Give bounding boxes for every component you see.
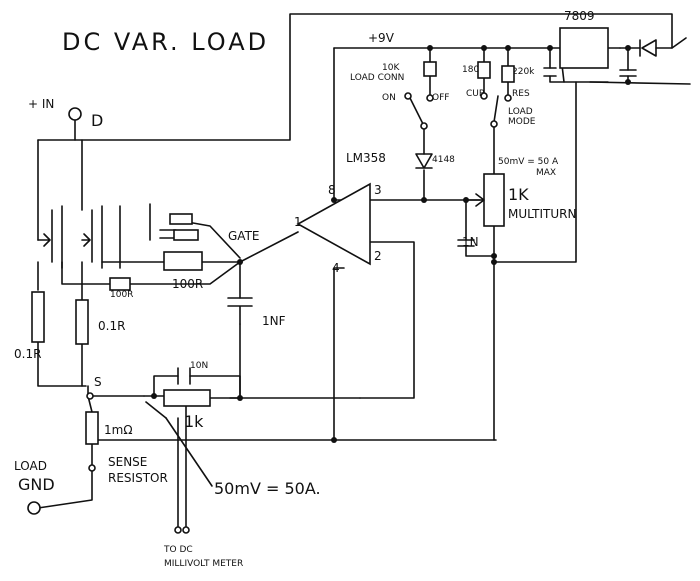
source-resistor-a-label: 0.1R bbox=[14, 347, 41, 361]
resistor-180k bbox=[477, 61, 491, 79]
feedback-capacitor bbox=[177, 367, 191, 385]
opamp-pin3-label: 3 bbox=[374, 183, 382, 197]
sense-resistor-value-label: 1mΩ bbox=[104, 423, 133, 437]
gate-resistor-d bbox=[173, 229, 199, 241]
resistor-10k-label: 10K bbox=[382, 63, 400, 73]
meter-terminal-b bbox=[182, 526, 190, 534]
load-conn-label: LOAD CONN bbox=[350, 73, 404, 83]
regulator-7809 bbox=[559, 27, 609, 69]
load-gnd-label-1: LOAD bbox=[14, 459, 47, 473]
switch-common-load bbox=[420, 122, 428, 130]
gate-resistor bbox=[163, 251, 203, 271]
diode-1n4148 bbox=[415, 153, 433, 169]
opamp-pin8-label: 8 bbox=[328, 183, 336, 197]
opamp-label: LM358 bbox=[346, 151, 386, 165]
drain-label: D bbox=[91, 111, 103, 130]
pot-note-label-2: MAX bbox=[536, 168, 556, 178]
wire-network bbox=[37, 13, 691, 529]
resistor-220k-label: 220k bbox=[512, 67, 535, 77]
source-terminal bbox=[86, 392, 94, 400]
resistor-180k-label: 180K bbox=[462, 65, 486, 75]
sense-label-1: SENSE bbox=[108, 455, 147, 469]
pot-label-1: 1K bbox=[508, 185, 529, 204]
source-resistor-b-label: 0.1R bbox=[98, 319, 125, 333]
sense-label-2: RESISTOR bbox=[108, 471, 168, 485]
switch-on-label: ON bbox=[382, 93, 396, 103]
load-mode-label-2: MODE bbox=[508, 117, 536, 127]
feedback-resistor bbox=[163, 389, 211, 407]
switch-terminal-cur bbox=[480, 92, 488, 100]
gate-capacitor bbox=[227, 297, 253, 325]
load-mode-label-1: LOAD bbox=[508, 107, 533, 117]
gate-label: GATE bbox=[228, 229, 260, 243]
meter-label-1: TO DC bbox=[163, 545, 193, 555]
resistor-10k bbox=[423, 61, 437, 77]
diode-label: 4148 bbox=[432, 155, 455, 165]
junctions bbox=[151, 45, 631, 443]
opamp-symbol bbox=[296, 182, 371, 266]
supply-9v-label: +9V bbox=[368, 31, 395, 45]
switch-off-label: OFF bbox=[432, 93, 449, 103]
switch-terminal-res bbox=[504, 94, 512, 102]
mode-cur-label: CUR bbox=[466, 89, 485, 99]
opamp-pin1-label: 1 bbox=[294, 215, 302, 229]
gate-capacitor-label: 1NF bbox=[262, 314, 286, 328]
diagram-title: DC VAR. LOAD bbox=[62, 28, 269, 56]
gate-resistor-c bbox=[169, 213, 193, 225]
sense-terminal bbox=[88, 464, 96, 472]
input-capacitor-label: 1N bbox=[462, 235, 479, 249]
plus-in-terminal bbox=[68, 107, 82, 121]
meter-terminal-a bbox=[174, 526, 182, 534]
switch-common-mode bbox=[490, 120, 498, 128]
regulator-label: 7809 bbox=[564, 9, 595, 23]
plus-in-label: + IN bbox=[28, 97, 54, 111]
switch-terminal-off bbox=[426, 94, 434, 102]
feedback-capacitor-label: 10N bbox=[190, 361, 208, 371]
load-gnd-label-2: GND bbox=[18, 475, 55, 494]
gate-resistor-small bbox=[109, 277, 131, 291]
terminals bbox=[27, 92, 512, 534]
meter-label-2: MILLIVOLT METER bbox=[164, 559, 243, 569]
multiturn-pot bbox=[483, 173, 505, 227]
mode-res-label: RES bbox=[512, 89, 530, 99]
source-label: S bbox=[94, 375, 102, 389]
components bbox=[31, 27, 609, 445]
switch-terminal-on bbox=[404, 92, 412, 100]
scale-note-label: 50mV = 50A. bbox=[214, 479, 321, 498]
feedback-resistor-label: 1k bbox=[184, 412, 204, 431]
pot-note-label-1: 50mV = 50 A bbox=[498, 157, 559, 167]
resistor-220k bbox=[501, 65, 515, 83]
sense-resistor bbox=[85, 411, 99, 445]
source-resistor-b bbox=[75, 299, 89, 345]
gate-resistor-small-label: 100R bbox=[110, 290, 133, 300]
pot-label-2: MULTITURN bbox=[508, 207, 576, 221]
load-gnd-terminal bbox=[27, 501, 41, 515]
opamp-pin2-label: 2 bbox=[374, 249, 382, 263]
source-resistor-a bbox=[31, 291, 45, 343]
